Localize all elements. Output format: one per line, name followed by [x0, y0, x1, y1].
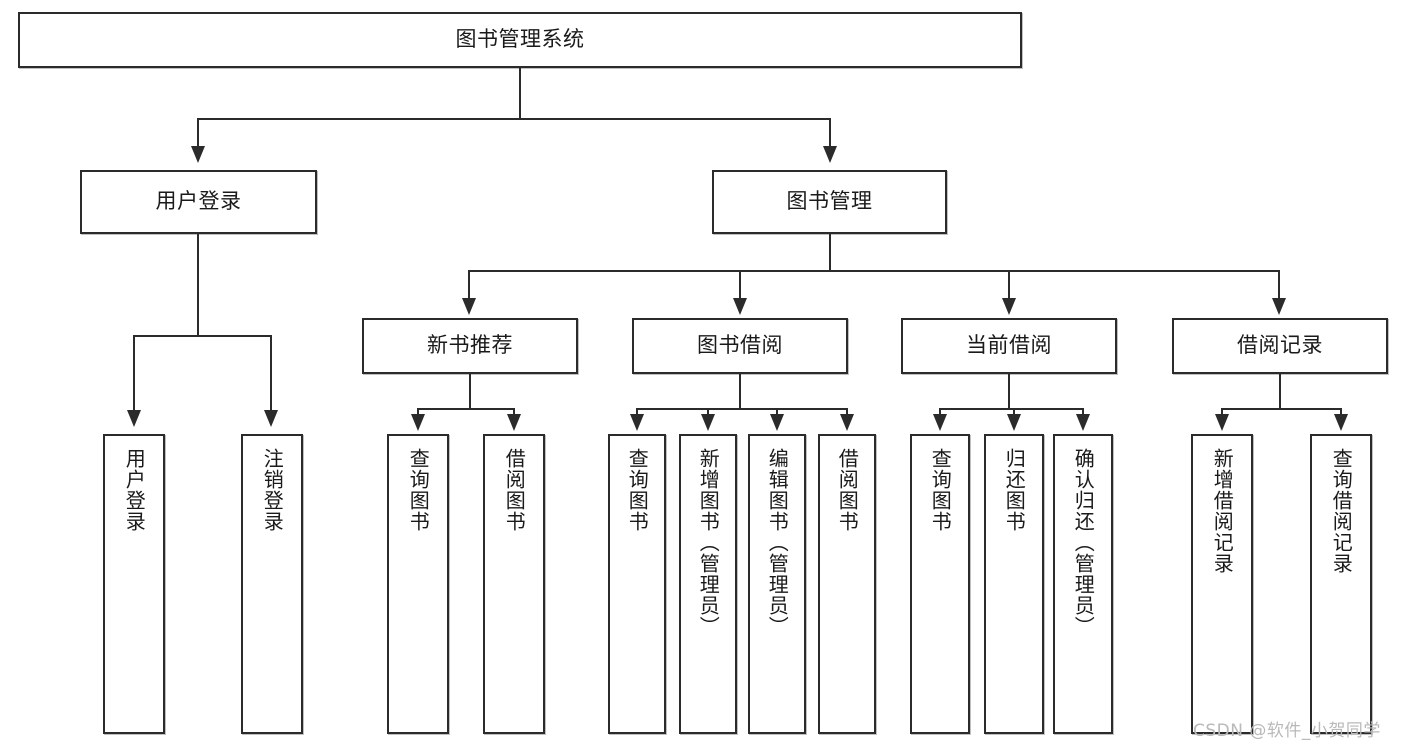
connector-book-borrow-stem	[739, 374, 741, 408]
connector-book-borrow-bus	[636, 408, 848, 410]
connector-book-manage-drop-4	[1278, 270, 1280, 298]
connector-root-bus	[197, 118, 831, 120]
connector-borrow-record-stem	[1279, 374, 1281, 408]
connector-book-borrow-drop-2	[707, 408, 709, 416]
connector-current-borrow-drop-1	[939, 408, 941, 416]
connector-book-borrow-drop-1	[636, 408, 638, 416]
node-book-borrow-label: 图书借阅	[697, 333, 783, 358]
leaf-return-book[interactable]: 归还图书	[984, 434, 1044, 734]
leaf-query-book-2-label: 查询图书	[625, 448, 650, 532]
arrow-book-borrow-to-add-book	[701, 414, 715, 431]
arrow-current-borrow-to-query-book	[933, 414, 947, 431]
leaf-confirm-return[interactable]: 确认归还（管理员）	[1053, 434, 1113, 734]
connector-new-book-recommend-stem	[469, 374, 471, 408]
connector-current-borrow-drop-3	[1082, 408, 1084, 416]
leaf-borrow-book-1[interactable]: 借阅图书	[483, 434, 545, 734]
connector-borrow-record-drop-1	[1221, 408, 1223, 416]
leaf-user-logout-label: 注销登录	[260, 448, 285, 532]
leaf-query-book-1-label: 查询图书	[406, 448, 431, 532]
arrow-borrow-record-to-add-record	[1215, 414, 1229, 431]
connector-new-book-recommend-bus	[417, 408, 514, 410]
arrow-new-book-recommend-to-borrow-book	[507, 414, 521, 431]
leaf-query-borrow-record-label: 查询借阅记录	[1329, 448, 1354, 574]
arrow-book-manage-to-current-borrow	[1002, 298, 1016, 315]
node-new-book-recommend-label: 新书推荐	[427, 333, 513, 358]
connector-borrow-record-drop-2	[1340, 408, 1342, 416]
node-root-label: 图书管理系统	[455, 27, 585, 52]
arrow-root-to-book-manage	[823, 146, 837, 163]
leaf-query-book-2[interactable]: 查询图书	[608, 434, 666, 734]
node-user-login-label: 用户登录	[155, 189, 242, 214]
arrow-book-borrow-to-borrow-book	[840, 414, 854, 431]
leaf-edit-book[interactable]: 编辑图书（管理员）	[748, 434, 806, 734]
leaf-query-borrow-record[interactable]: 查询借阅记录	[1310, 434, 1372, 734]
node-borrow-record[interactable]: 借阅记录	[1172, 318, 1388, 374]
connector-root-stem	[519, 68, 521, 118]
arrow-new-book-recommend-to-query-book	[411, 414, 425, 431]
arrow-book-manage-to-borrow-record	[1272, 298, 1286, 315]
arrow-current-borrow-to-return-book	[1007, 414, 1021, 431]
arrow-user-login-to-leaf-user-login	[127, 410, 141, 427]
connector-current-borrow-bus	[939, 408, 1084, 410]
leaf-add-borrow-record-label: 新增借阅记录	[1210, 448, 1235, 574]
leaf-add-borrow-record[interactable]: 新增借阅记录	[1191, 434, 1253, 734]
arrow-borrow-record-to-query-record	[1334, 414, 1348, 431]
arrow-user-login-to-leaf-user-logout	[264, 410, 278, 427]
leaf-query-book-1[interactable]: 查询图书	[387, 434, 449, 734]
leaf-borrow-book-1-label: 借阅图书	[502, 448, 527, 532]
leaf-return-book-label: 归还图书	[1002, 448, 1027, 532]
arrow-book-manage-to-new-book-recommend	[462, 298, 476, 315]
connector-user-login-bus	[133, 335, 270, 337]
node-new-book-recommend[interactable]: 新书推荐	[362, 318, 578, 374]
node-root[interactable]: 图书管理系统	[18, 12, 1022, 68]
leaf-query-book-3-label: 查询图书	[928, 448, 953, 532]
connector-new-book-recommend-drop-2	[513, 408, 515, 416]
node-book-manage-label: 图书管理	[786, 189, 873, 214]
connector-user-login-drop-2	[270, 335, 272, 410]
connector-current-borrow-drop-2	[1013, 408, 1015, 416]
arrow-root-to-user-login	[191, 146, 205, 163]
connector-book-manage-drop-1	[468, 270, 470, 298]
connector-book-manage-stem	[829, 234, 831, 270]
arrow-book-borrow-to-query-book	[630, 414, 644, 431]
leaf-user-logout[interactable]: 注销登录	[241, 434, 303, 734]
leaf-confirm-return-label: 确认归还（管理员）	[1071, 448, 1096, 637]
connector-user-login-drop-1	[133, 335, 135, 410]
leaf-user-login[interactable]: 用户登录	[103, 434, 165, 734]
leaf-borrow-book-2[interactable]: 借阅图书	[818, 434, 876, 734]
leaf-query-book-3[interactable]: 查询图书	[910, 434, 970, 734]
arrow-book-borrow-to-edit-book	[770, 414, 784, 431]
leaf-add-book-label: 新增图书（管理员）	[696, 448, 721, 637]
leaf-edit-book-label: 编辑图书（管理员）	[765, 448, 790, 637]
connector-current-borrow-stem	[1008, 374, 1010, 408]
connector-book-borrow-drop-4	[846, 408, 848, 416]
node-book-manage[interactable]: 图书管理	[712, 170, 947, 234]
connector-book-manage-drop-2	[739, 270, 741, 298]
connector-book-borrow-drop-3	[776, 408, 778, 416]
leaf-borrow-book-2-label: 借阅图书	[835, 448, 860, 532]
connector-root-drop-user-login	[197, 118, 199, 146]
node-current-borrow[interactable]: 当前借阅	[901, 318, 1117, 374]
connector-book-manage-bus	[468, 270, 1280, 272]
node-book-borrow[interactable]: 图书借阅	[632, 318, 848, 374]
arrow-current-borrow-to-confirm-return	[1076, 414, 1090, 431]
leaf-user-login-label: 用户登录	[122, 448, 147, 532]
connector-user-login-stem	[197, 234, 199, 335]
connector-new-book-recommend-drop-1	[417, 408, 419, 416]
connector-root-drop-book-manage	[829, 118, 831, 146]
leaf-add-book[interactable]: 新增图书（管理员）	[679, 434, 737, 734]
node-user-login[interactable]: 用户登录	[80, 170, 317, 234]
node-current-borrow-label: 当前借阅	[966, 333, 1052, 358]
connector-book-manage-drop-3	[1008, 270, 1010, 298]
connector-borrow-record-bus	[1221, 408, 1341, 410]
node-borrow-record-label: 借阅记录	[1237, 333, 1323, 358]
arrow-book-manage-to-book-borrow	[733, 298, 747, 315]
